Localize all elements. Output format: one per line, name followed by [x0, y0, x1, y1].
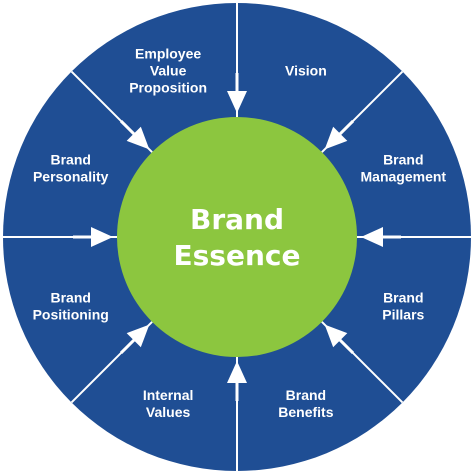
inward-arrows	[73, 73, 401, 401]
segment-label-line: Brand	[50, 289, 90, 305]
arrowhead-icon	[227, 91, 247, 113]
arrowhead-icon	[361, 227, 383, 247]
segment-label-line: Values	[146, 404, 191, 420]
segment-labels: VisionBrandManagementBrandPillarsBrandBe…	[33, 46, 447, 420]
arrowhead-icon	[324, 126, 348, 150]
segment-label-line: Proposition	[129, 80, 207, 96]
arrowhead-icon	[227, 361, 247, 383]
arrowhead-icon	[126, 126, 150, 150]
center-label-line: Essence	[174, 239, 301, 272]
segment-label-line: Brand	[50, 152, 90, 168]
segment-label-line: Brand	[286, 387, 326, 403]
arrowhead-icon	[91, 227, 113, 247]
segment-label-line: Internal	[143, 387, 194, 403]
segment-label-line: Value	[150, 63, 187, 79]
arrowhead-icon	[126, 324, 150, 348]
segment-label-line: Personality	[33, 169, 109, 185]
segment-label-line: Benefits	[278, 404, 333, 420]
segment-label-line: Employee	[135, 46, 201, 62]
segment-label: Vision	[285, 63, 327, 79]
segment-label-line: Management	[361, 169, 447, 185]
segment-label-line: Brand	[383, 152, 423, 168]
segment-label-line: Positioning	[33, 306, 109, 322]
segment-label-line: Brand	[383, 289, 423, 305]
segment-label-line: Pillars	[382, 306, 424, 322]
arrowhead-icon	[324, 324, 348, 348]
segment-label-line: Vision	[285, 63, 327, 79]
center-label-line: Brand	[190, 203, 284, 236]
center-circle	[117, 117, 357, 357]
